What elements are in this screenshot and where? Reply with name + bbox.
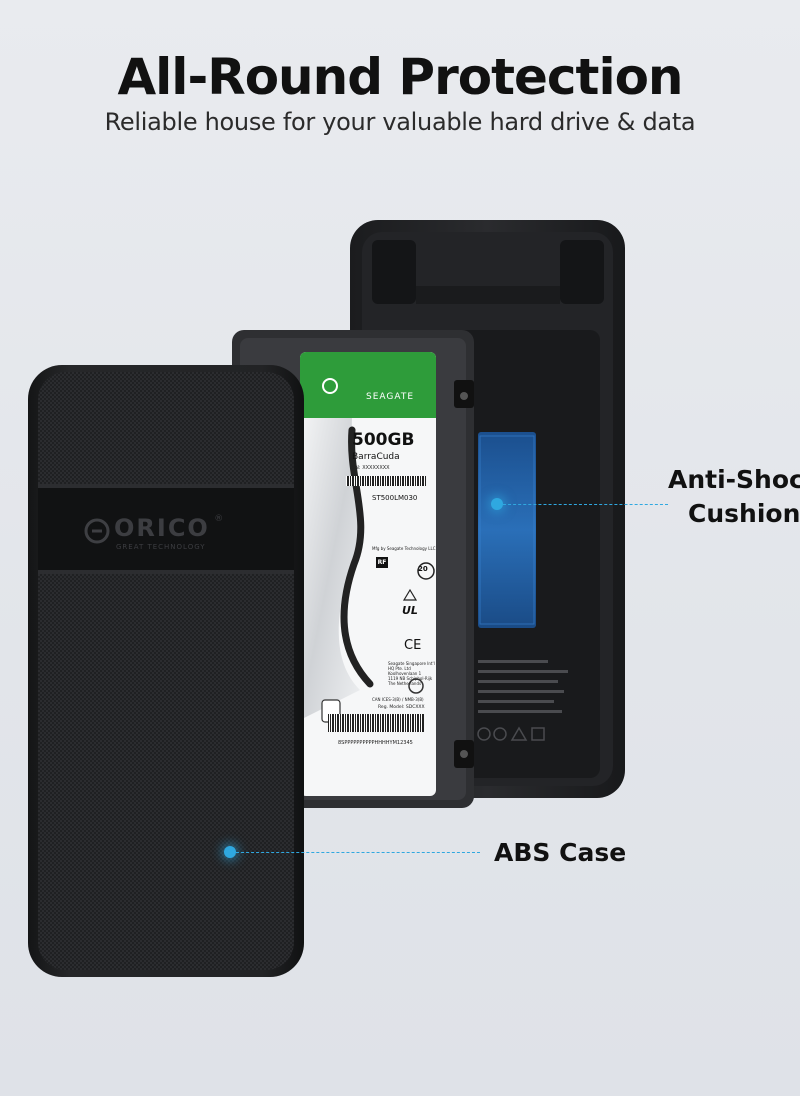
ul-mark: UL	[402, 604, 418, 617]
drive-maker: Mfg by Seagate Technology LLC	[372, 546, 436, 551]
drive-model-number: ST500LM030	[372, 494, 418, 502]
page-title: All-Round Protection	[117, 48, 683, 106]
orico-logo-icon	[84, 518, 110, 544]
page-subtitle: Reliable house for your valuable hard dr…	[104, 108, 696, 136]
case-callout-line	[236, 852, 480, 853]
orico-logo: ORICO ®	[114, 514, 223, 542]
cushion-callout-dot	[491, 498, 503, 510]
drive-reg-model: Reg. Model: SDCXXX	[378, 705, 425, 710]
address-line: Seagate Singapore Int'l	[388, 661, 435, 666]
case-callout-label: ABS Case	[494, 838, 627, 867]
drive-serial: SN: XXXXXXXX	[352, 465, 390, 471]
seagate-logo-icon	[322, 378, 338, 394]
anti-shock-cushion	[478, 432, 536, 628]
drive-barcode-text: 8SPPPPPPPPPPHHHHYM12345	[338, 740, 413, 746]
cushion-label-line2: Cushion	[688, 499, 800, 528]
recycle-icon	[408, 678, 424, 694]
cushion-label-line1: Anti-Shoc	[668, 465, 800, 494]
case-callout-dot	[224, 846, 236, 858]
barcode	[328, 714, 424, 732]
drive-family: BarraCuda	[352, 452, 400, 462]
orico-tagline: GREAT TECHNOLOGY	[116, 543, 206, 551]
cert-20-mark: 20	[418, 565, 428, 573]
cushion-callout-line	[503, 504, 668, 505]
orico-logo-text: ORICO	[114, 514, 210, 542]
drive-address: Seagate Singapore Int'l HQ Pte. Ltd Kool…	[388, 661, 435, 686]
drive-capacity: 500GB	[352, 430, 415, 450]
drive-brand: SEAGATE	[366, 392, 415, 402]
drive-can-line: CAN ICES-3(B) / NMB-3(B)	[372, 697, 424, 702]
cushion-callout-label: Anti-Shoc Cushion	[668, 463, 800, 531]
address-line: Koolhovenlaan 1	[388, 671, 422, 676]
address-line: The Netherlands	[388, 681, 422, 686]
abs-case	[28, 365, 304, 977]
ce-mark: CE	[404, 638, 422, 653]
rf-mark: RF	[376, 557, 388, 568]
address-line: HQ Pte. Ltd	[388, 666, 411, 671]
registered-mark: ®	[214, 514, 224, 524]
address-line: 1119 NB Schiphol-Rijk	[388, 676, 433, 681]
